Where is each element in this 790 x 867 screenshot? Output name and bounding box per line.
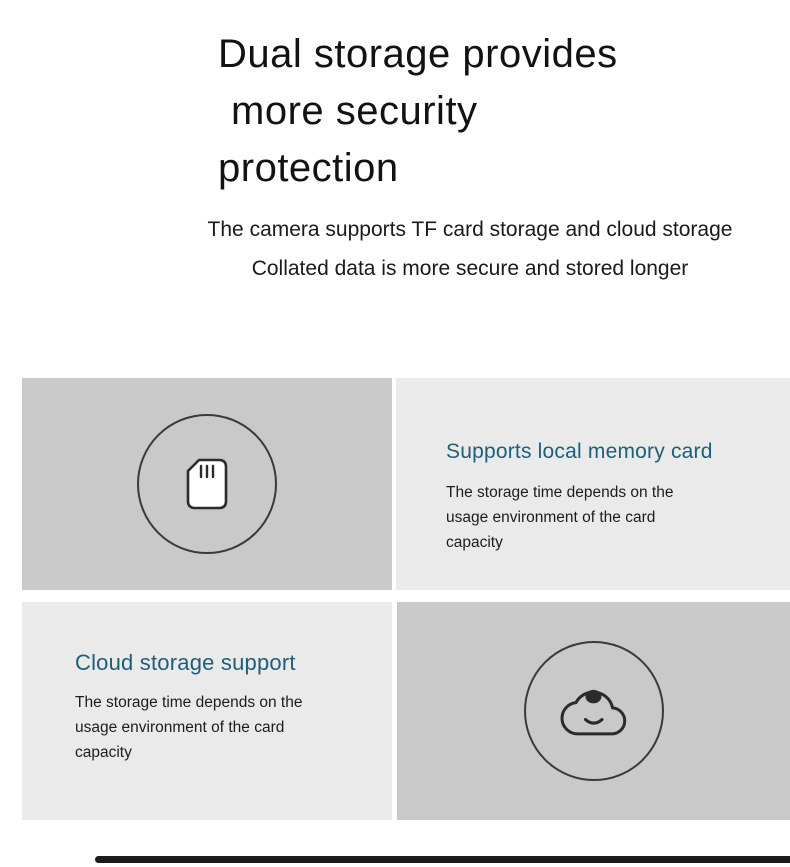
feature-body: The storage time depends on the usage en… (75, 694, 303, 761)
feature-text-cell-cloud: Cloud storage support The storage time d… (22, 602, 392, 820)
subtitle-line-2: Collated data is more secure and stored … (251, 257, 689, 280)
circle-outline (137, 414, 277, 554)
page-subtitle: The camera supports TF card storage and … (150, 210, 790, 288)
title-line-2: more security (231, 89, 478, 133)
title-line-1: Dual storage provides (218, 32, 618, 76)
feature-icon-cell-memory-card (22, 378, 392, 590)
page-title: Dual storage provides more security prot… (218, 26, 618, 197)
cloud-icon (556, 679, 632, 743)
circle-outline (523, 641, 664, 781)
subtitle-line-1: The camera supports TF card storage and … (207, 218, 733, 241)
feature-body: The storage time depends on the usage en… (446, 484, 674, 551)
feature-icon-cell-cloud (397, 602, 790, 820)
icon-wrapper (22, 378, 392, 590)
feature-heading: Cloud storage support (75, 650, 296, 675)
feature-text-cell-memory-card: Supports local memory card The storage t… (396, 378, 790, 590)
title-line-3: protection (218, 146, 399, 190)
icon-wrapper (397, 602, 790, 820)
tf-card-icon (184, 456, 230, 512)
feature-heading: Supports local memory card (446, 440, 713, 463)
bottom-divider-bar (95, 856, 790, 863)
